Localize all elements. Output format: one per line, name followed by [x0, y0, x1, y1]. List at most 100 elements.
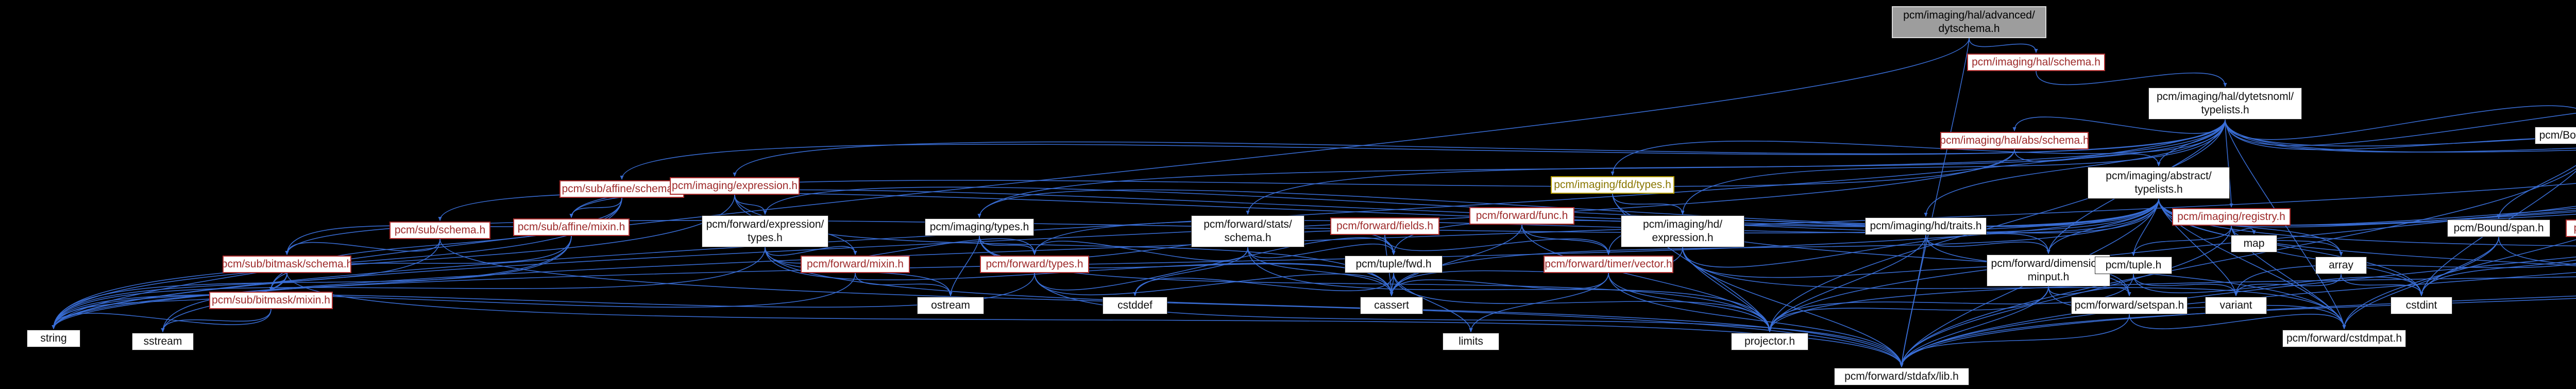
graph-edge: [439, 239, 1904, 367]
graph-node[interactable]: pcm/imaging/registry.h: [2172, 208, 2291, 226]
graph-node[interactable]: pcm/imaging/types.h: [925, 218, 1034, 236]
graph-node[interactable]: pcm/imaging/hal/advanced/dytschema.h: [1892, 6, 2046, 38]
graph-node-label: cstdint: [2405, 299, 2437, 311]
graph-edge: [2498, 236, 2576, 265]
graph-node[interactable]: pcm/sub/affine/mixin.h: [513, 218, 630, 236]
graph-edge: [2048, 286, 2346, 329]
graph-node[interactable]: pcm/imaging/hal/dytetsnoml/typelists.h: [2148, 88, 2302, 120]
graph-edge: [1682, 247, 1772, 332]
graph-edge: [161, 235, 572, 332]
graph-edge: [765, 246, 857, 256]
graph-node-label: pcm/Bound/span.h: [2453, 222, 2544, 234]
graph-node[interactable]: pcm/tuple.h: [2095, 257, 2172, 274]
graph-edge: [855, 273, 953, 296]
graph-node[interactable]: pcm/imaging/expression.h: [670, 177, 800, 195]
graph-node[interactable]: pcm/forward/timer/vector.h: [1544, 256, 1673, 273]
graph-node[interactable]: cassert: [1360, 297, 1423, 314]
graph-node[interactable]: sstream: [132, 333, 194, 350]
graph-node[interactable]: pcm/forward/types.h: [980, 256, 1089, 273]
graph-node[interactable]: pcm/sub/affine/schema.h: [560, 180, 684, 198]
graph-node-label: sstream: [143, 335, 182, 347]
graph-node-label: pcm/forward/stats/: [1204, 218, 1292, 230]
graph-node-label: map: [2243, 238, 2265, 249]
graph-edge: [1393, 273, 1473, 332]
graph-node-label: typelists.h: [2201, 104, 2249, 116]
graph-node[interactable]: pcm/imaging/hd/traits.h: [1865, 217, 1987, 235]
graph-edge: [1247, 243, 1396, 259]
graph-edge: [285, 239, 440, 255]
graph-node[interactable]: pcm/imaging/hal/schema.h: [1967, 54, 2105, 71]
graph-node-label: pcm/tuple/fwd.h: [1355, 258, 1432, 270]
graph-node[interactable]: pcm/Bound/span.h: [2447, 219, 2550, 237]
graph-edge: [2129, 314, 2346, 329]
graph-node[interactable]: pcm/forward/stdafx/lib.h: [1834, 368, 1969, 385]
graph-edge: [1247, 247, 1772, 332]
graph-node[interactable]: string: [27, 330, 80, 347]
graph-edge: [1924, 119, 2226, 217]
graph-edge: [1900, 298, 2576, 367]
graph-node[interactable]: cstdint: [2391, 297, 2452, 314]
graph-node[interactable]: array: [2315, 257, 2367, 274]
graph-node[interactable]: pcm/Bound/traits.h: [2566, 219, 2576, 237]
graph-edge: [2158, 198, 2576, 247]
graph-node-label: dytschema.h: [1938, 23, 2000, 35]
graph-node-label: pcm/imaging/hal/advanced/: [1903, 9, 2035, 21]
graph-edge: [2419, 259, 2576, 296]
graph-node[interactable]: projector.h: [1731, 333, 1808, 350]
graph-edge: [1384, 234, 1611, 255]
graph-edge: [2225, 119, 2233, 208]
graph-node[interactable]: pcm/forward/dimension/minput.h: [1987, 255, 2110, 286]
graph-edge: [2036, 71, 2227, 87]
graph-node[interactable]: cstddef: [1103, 297, 1167, 314]
graph-node[interactable]: pcm/imaging/hal/abs/schema.h: [1940, 132, 2089, 149]
graph-node[interactable]: pcm/forward/stats/schema.h: [1191, 215, 1304, 247]
graph-edge: [52, 309, 272, 329]
graph-node-label: pcm/sub/bitmask/schema.h: [223, 258, 351, 270]
graph-node-label: pcm/imaging/hd/traits.h: [1870, 220, 1982, 232]
graph-node[interactable]: pcm/forward/cstdmpat.h: [2282, 330, 2406, 347]
graph-node[interactable]: pcm/forward/setspan.h: [2071, 297, 2188, 314]
graph-node-label: projector.h: [1744, 335, 1795, 347]
graph-node[interactable]: pcm/tuple/fwd.h: [1345, 256, 1443, 273]
graph-edge: [161, 309, 272, 332]
graph-edge: [948, 235, 980, 296]
graph-edge: [1900, 38, 1970, 367]
graph-edge: [1393, 273, 1772, 332]
graph-node[interactable]: pcm/sub/bitmask/mixin.h: [209, 292, 333, 309]
graph-node[interactable]: pcm/forward/func.h: [1469, 207, 1574, 225]
graph-node-label: pcm/imaging/hal/schema.h: [1972, 56, 2100, 68]
graph-node-label: pcm/sub/bitmask/mixin.h: [212, 294, 330, 306]
graph-node[interactable]: pcm/imaging/hd/expression.h: [1621, 215, 1744, 247]
graph-node[interactable]: pcm/forward/expression/types.h: [702, 215, 828, 247]
graph-edge: [286, 273, 1904, 367]
graph-node[interactable]: pcm/sub/bitmask/schema.h: [223, 256, 351, 273]
graph-node[interactable]: variant: [2205, 297, 2267, 314]
graph-edge: [1469, 273, 1609, 332]
graph-node[interactable]: pcm/sub/schema.h: [389, 222, 490, 239]
graph-edge: [1389, 224, 1522, 296]
graph-node-label: pcm/sub/affine/mixin.h: [517, 221, 625, 233]
graph-edge: [2342, 236, 2499, 329]
graph-edge: [2225, 119, 2576, 153]
graph-node[interactable]: pcm/forward/fields.h: [1330, 217, 1439, 235]
graph-edge: [1032, 198, 2159, 255]
graph-edge: [1900, 225, 2232, 367]
graph-node[interactable]: pcm/imaging/abstract/typelists.h: [2088, 167, 2230, 199]
graph-node[interactable]: pcm/Bound/matrixbld.h: [2535, 127, 2576, 144]
graph-edge: [52, 273, 1035, 329]
graph-node-label: cstddef: [1117, 299, 1153, 311]
graph-edge: [765, 247, 1904, 367]
graph-node-label: pcm/sub/schema.h: [394, 224, 486, 236]
graph-node[interactable]: map: [2231, 235, 2277, 252]
graph-node-label: cassert: [1374, 299, 1409, 311]
graph-node[interactable]: pcm/forward/mixin.h: [801, 256, 910, 273]
graph-edge: [2234, 263, 2576, 296]
graph-edge: [1034, 273, 1904, 367]
graph-edge: [52, 235, 572, 329]
graph-edge: [1611, 119, 2226, 176]
graph-node[interactable]: pcm/imaging/fdd/types.h: [1551, 176, 1674, 194]
graph-edge: [979, 235, 1772, 332]
graph-node[interactable]: limits: [1443, 333, 1499, 350]
graph-edge: [1392, 198, 2159, 255]
graph-node[interactable]: ostream: [917, 297, 984, 314]
